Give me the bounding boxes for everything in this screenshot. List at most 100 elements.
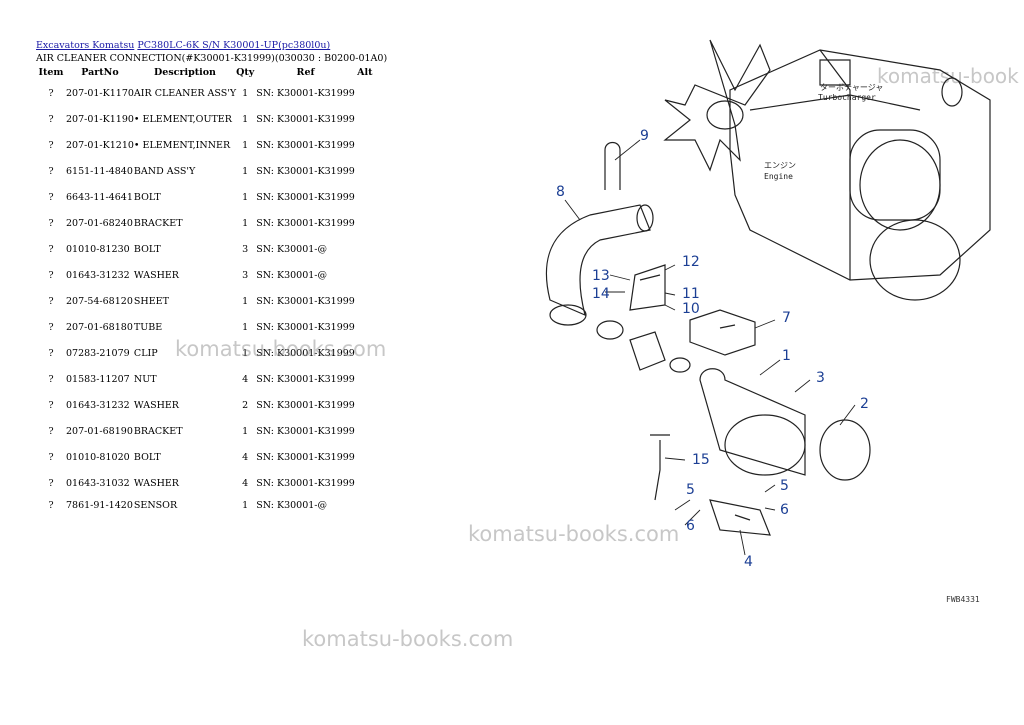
cell-description: BOLT	[133, 243, 161, 255]
callout-number: 4	[744, 554, 753, 570]
breadcrumb: Excavators Komatsu PC380LC-6K S/N K30001…	[36, 40, 330, 51]
cell-item: ?	[48, 425, 54, 437]
cell-partno: 01010-81020	[66, 451, 130, 463]
cell-qty: 1	[242, 295, 249, 307]
turbocharger-label: Turbocharger	[818, 93, 876, 102]
cell-partno: 6151-11-4840	[66, 165, 133, 177]
cell-item: ?	[48, 113, 54, 125]
cell-description: NUT	[133, 373, 157, 385]
callout-number: 11	[682, 286, 700, 302]
page-subtitle: AIR CLEANER CONNECTION(#K30001-K31999)(0…	[36, 53, 388, 64]
cell-description: WASHER	[133, 269, 179, 281]
cell-qty: 4	[242, 477, 249, 489]
callout-number: 5	[686, 482, 695, 498]
cell-item: ?	[48, 347, 54, 359]
cell-partno: 207-54-68120	[66, 295, 133, 307]
cell-ref: SN: K30001-K31999	[256, 191, 355, 203]
engine-drawing	[729, 49, 991, 301]
cell-qty: 2	[242, 399, 249, 411]
cell-description: • ELEMENT,INNER	[133, 139, 231, 151]
cell-description: BAND ASS'Y	[133, 165, 196, 177]
callout-number: 5	[780, 478, 789, 494]
callout-number: 14	[592, 286, 610, 302]
cell-alt	[355, 158, 375, 184]
fan-drawing	[663, 39, 771, 172]
cell-item: ?	[48, 217, 54, 229]
cell-qty: 4	[242, 451, 249, 463]
cell-item: ?	[48, 373, 54, 385]
breadcrumb-link-excavators[interactable]: Excavators Komatsu	[36, 40, 135, 51]
cell-alt	[355, 132, 375, 158]
cell-description: SHEET	[133, 295, 169, 307]
turbocharger-label-jp: ターボチャージャ	[820, 83, 883, 92]
cell-description: • ELEMENT,OUTER	[133, 113, 232, 125]
tube-drawing	[629, 331, 666, 371]
cell-partno: 01010-81230	[66, 243, 130, 255]
cell-partno: 01643-31232	[66, 399, 130, 411]
cell-item: ?	[48, 500, 54, 511]
cell-item: ?	[48, 191, 54, 203]
cell-alt	[355, 236, 375, 262]
cell-partno: 207-01-K1210	[66, 139, 134, 151]
cell-item: ?	[48, 451, 54, 463]
exploded-parts-diagram: ターボチャージャ Turbocharger エンジン Engine 123456…	[545, 39, 991, 570]
col-header-description: Description	[154, 67, 216, 78]
cell-alt	[355, 80, 375, 106]
callout-number: 3	[816, 370, 825, 386]
cell-alt	[355, 106, 375, 132]
figure-code: FWB4331	[946, 595, 980, 604]
cell-alt	[355, 340, 375, 366]
cell-ref: SN: K30001-K31999	[256, 87, 355, 99]
cell-partno: 207-01-68240	[66, 217, 133, 229]
cell-description: AIR CLEANER ASS'Y	[133, 87, 237, 99]
cell-qty: 1	[242, 165, 249, 177]
sheet-drawing	[689, 309, 756, 356]
cell-item: ?	[48, 269, 54, 281]
air-cleaner-drawing	[699, 368, 871, 481]
cell-item: ?	[48, 295, 54, 307]
cell-description: BRACKET	[133, 217, 183, 229]
cell-partno: 6643-11-4641	[66, 191, 133, 203]
cell-item: ?	[48, 165, 54, 177]
cell-description: BOLT	[133, 451, 161, 463]
cell-ref: SN: K30001-K31999	[256, 113, 355, 125]
cell-ref: SN: K30001-K31999	[256, 321, 355, 333]
bracket-drawing	[629, 264, 666, 311]
mounting-bracket-drawing	[709, 499, 771, 536]
cell-description: TUBE	[133, 321, 163, 333]
callout-number: 8	[556, 184, 565, 200]
u-bolt-drawing	[604, 141, 621, 190]
cell-partno: 01583-11207	[66, 373, 130, 385]
breadcrumb-link-model[interactable]: PC380LC-6K S/N K30001-UP(pc380l0u)	[137, 40, 331, 51]
callout-number: 6	[780, 502, 789, 518]
cell-ref: SN: K30001-K31999	[256, 139, 355, 151]
sensor-drawing	[650, 434, 670, 501]
cell-partno: 207-01-68180	[66, 321, 133, 333]
cell-alt	[355, 184, 375, 210]
cell-partno: 07283-21079	[66, 347, 130, 359]
cell-qty: 1	[242, 87, 249, 99]
cell-qty: 1	[242, 113, 249, 125]
col-header-item: Item	[38, 67, 64, 78]
cell-qty: 1	[242, 425, 249, 437]
cell-partno: 01643-31032	[66, 477, 130, 489]
cell-description: WASHER	[133, 477, 179, 489]
cell-ref: SN: K30001-K31999	[256, 165, 355, 177]
cell-ref: SN: K30001-K31999	[256, 399, 355, 411]
cell-description: CLIP	[133, 347, 158, 359]
callout-number: 6	[686, 518, 695, 534]
cell-ref: SN: K30001-@	[256, 243, 328, 255]
cell-ref: SN: K30001-K31999	[256, 217, 355, 229]
